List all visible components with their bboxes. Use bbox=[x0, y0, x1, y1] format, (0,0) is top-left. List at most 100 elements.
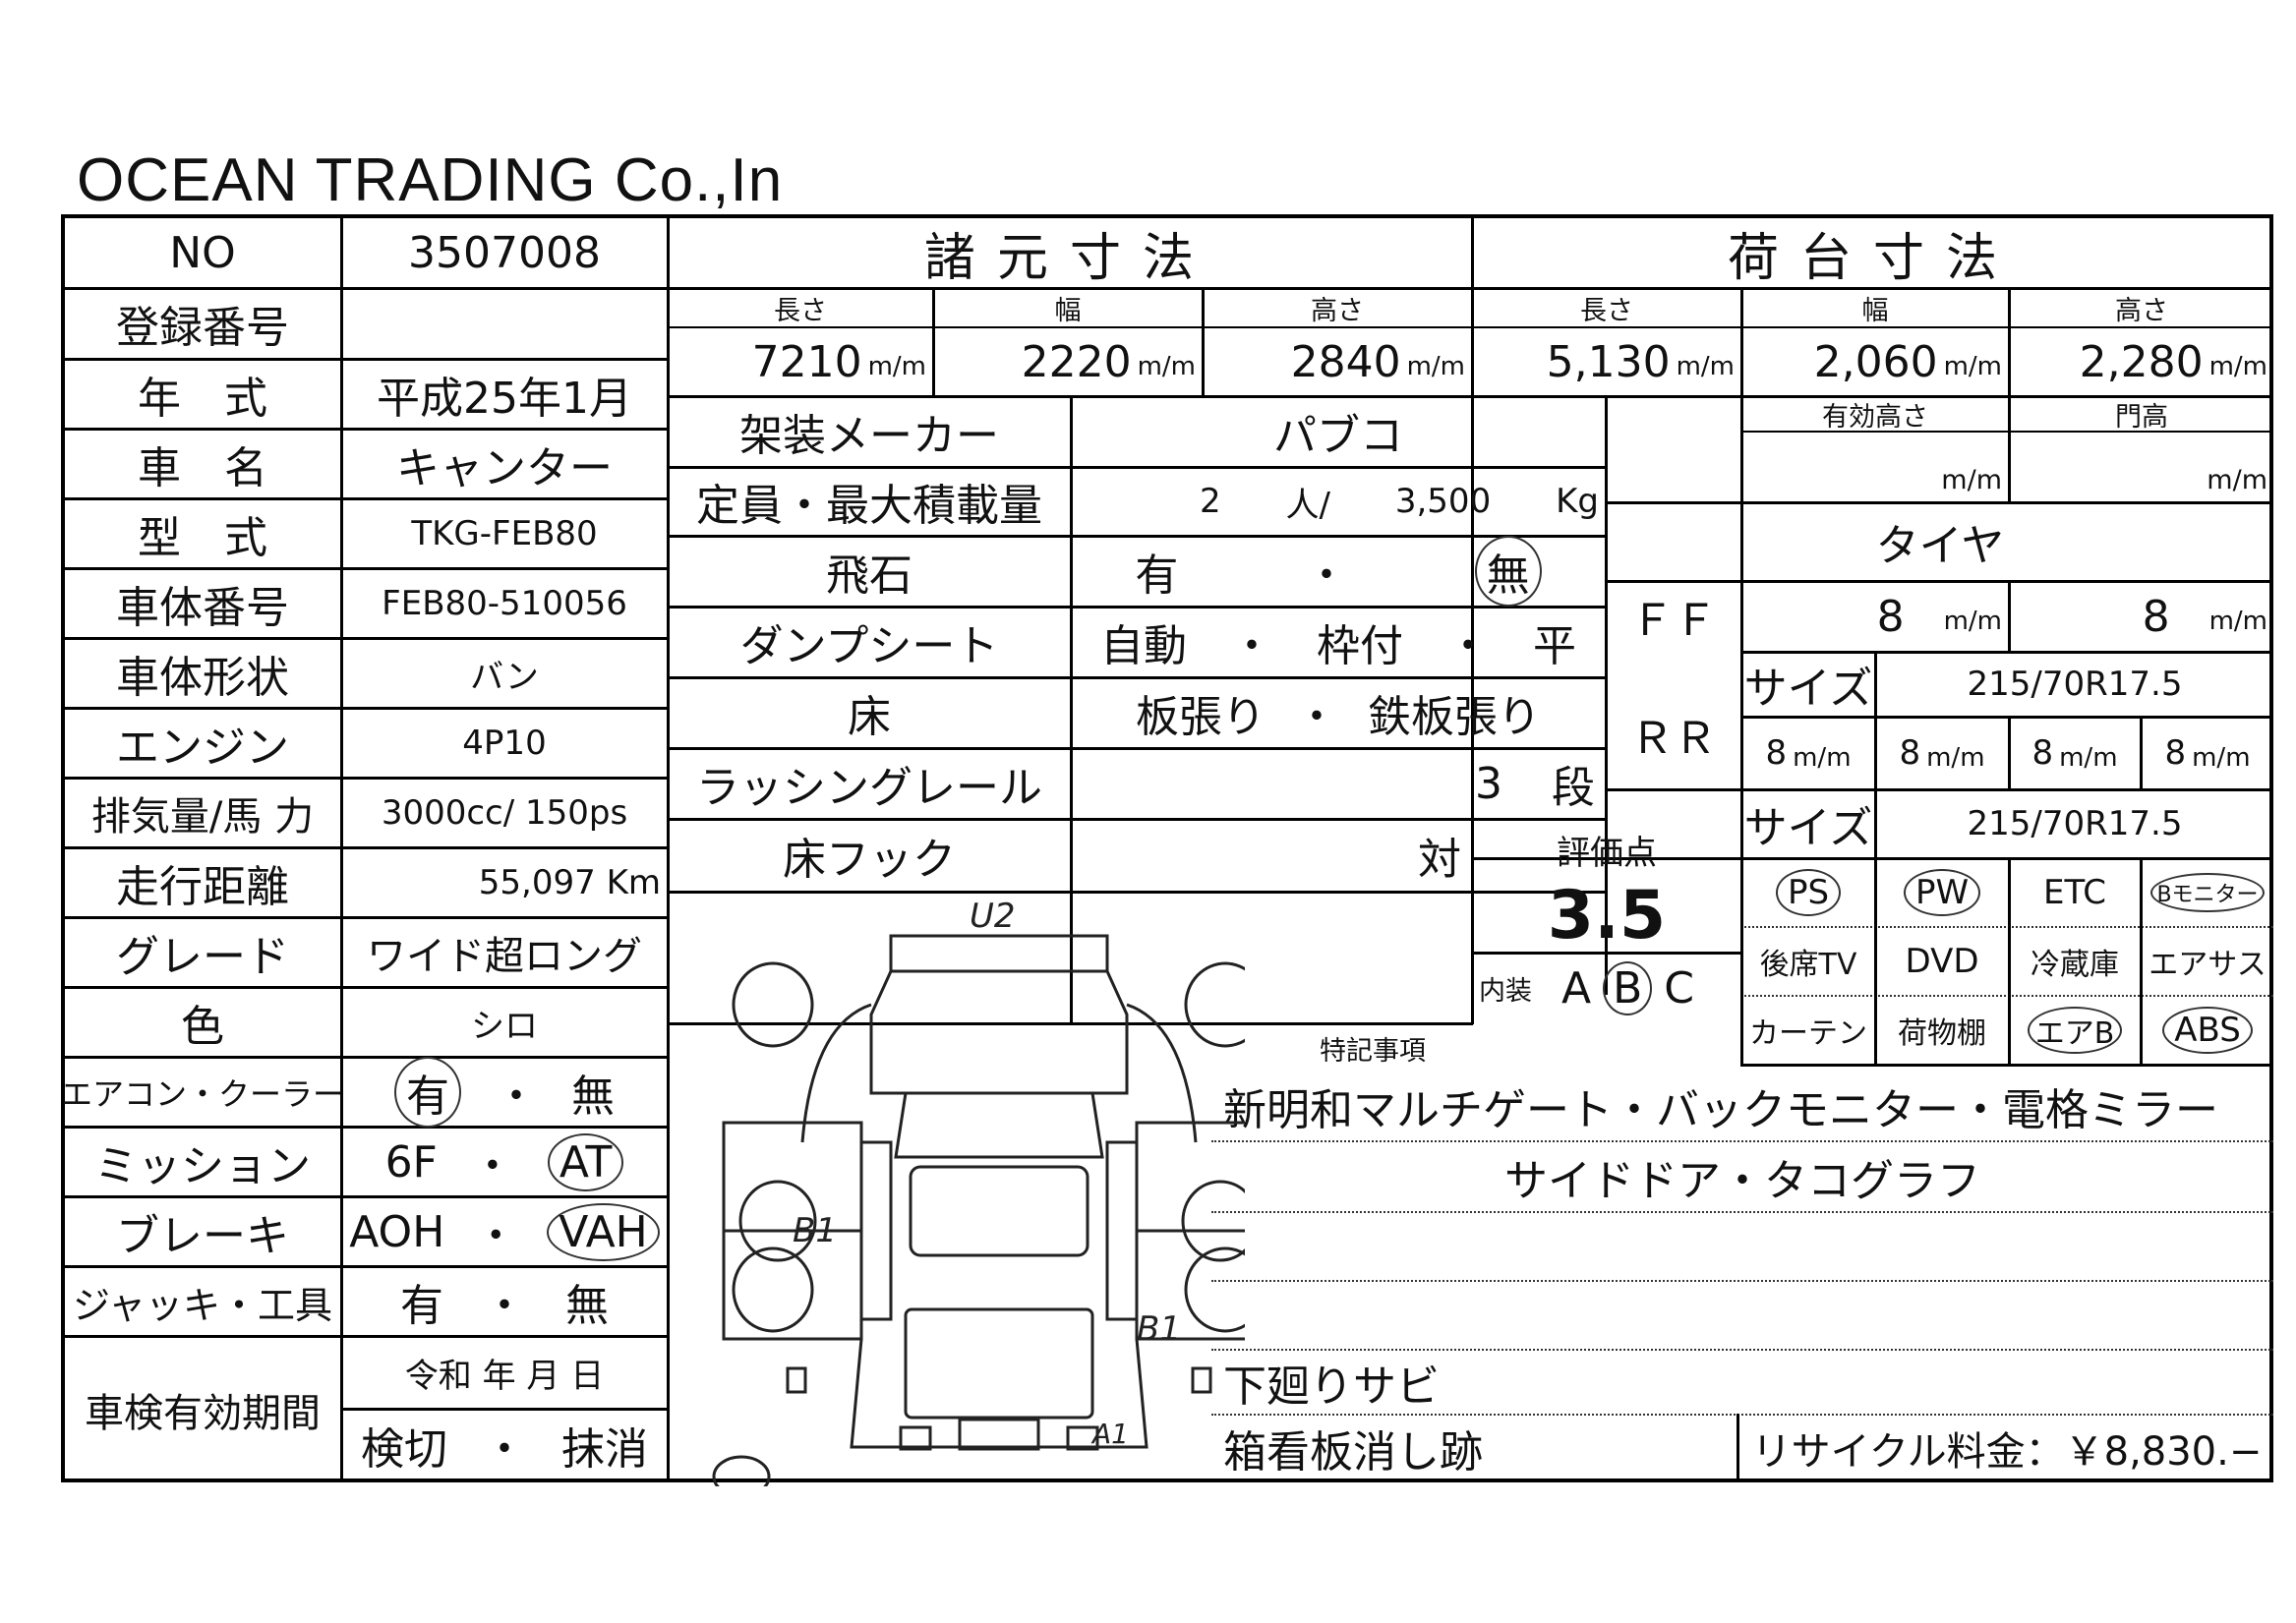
model-label: 型 式 bbox=[138, 513, 267, 563]
brake-separator: ・ bbox=[474, 1211, 518, 1261]
registration-label: 登録番号 bbox=[116, 303, 289, 353]
no-value: 3507008 bbox=[408, 227, 601, 278]
recycle-fee: リサイクル料金：￥8,830.− bbox=[1751, 1429, 2263, 1475]
option-dvd: DVD bbox=[1905, 942, 1979, 981]
inspection-options: 検切 ・ 抹消 bbox=[342, 1410, 667, 1480]
inspection-separator: ・ bbox=[483, 1424, 526, 1475]
interior-c: C bbox=[1664, 962, 1695, 1014]
color-value: シロ bbox=[471, 1006, 538, 1046]
spec-title: 諸元寸法 bbox=[923, 228, 1215, 288]
stone-options: 有 ・ 無 bbox=[1072, 536, 1605, 607]
mileage-value: 55,097 Km bbox=[478, 863, 661, 902]
year-value: 平成25年1月 bbox=[377, 374, 632, 424]
brake-aoh: AOH bbox=[349, 1206, 445, 1257]
gate-height-label: 門高 bbox=[2115, 401, 2168, 433]
mission-label: ミッション bbox=[94, 1141, 311, 1191]
option-bmonitor: Bモニター bbox=[2142, 859, 2273, 926]
option-etc: ETC bbox=[2043, 873, 2106, 912]
car-name-value: キャンター bbox=[396, 443, 613, 493]
rr-label: ＲＲ bbox=[1630, 714, 1717, 764]
maker-value: パブコ bbox=[1273, 411, 1403, 461]
company-name: OCEAN TRADING Co.,In bbox=[77, 146, 784, 214]
notes-line-2: サイドドア・タコグラフ bbox=[1504, 1156, 1980, 1206]
effective-height-unit: m/m bbox=[1941, 465, 2002, 495]
hook-value: 対 bbox=[1418, 835, 1461, 885]
floor-steel: 鉄板張り bbox=[1368, 692, 1541, 742]
gate-height-unit: m/m bbox=[2207, 465, 2267, 495]
stone-yes: 有 bbox=[1135, 551, 1179, 601]
brake-vah: VAH bbox=[547, 1202, 660, 1261]
option-curtain: カーテン bbox=[1749, 1016, 1867, 1051]
floor-separator: ・ bbox=[1295, 692, 1338, 742]
stone-no: 無 bbox=[1474, 536, 1542, 607]
grade-value: ワイド超ロング bbox=[367, 934, 642, 979]
dump-sheet-label: ダンプシート bbox=[739, 621, 999, 671]
floor-options: 板張り ・ 鉄板張り bbox=[1072, 678, 1605, 747]
effective-height-label: 有効高さ bbox=[1822, 401, 1928, 433]
interior-b: B bbox=[1603, 960, 1653, 1015]
interior-label: 内装 bbox=[1479, 975, 1532, 1007]
jack-separator: ・ bbox=[483, 1281, 526, 1331]
no-label: NO bbox=[169, 227, 236, 278]
inspection-end: 検切 bbox=[361, 1424, 447, 1475]
brake-label: ブレーキ bbox=[116, 1211, 289, 1261]
year-label: 年 式 bbox=[138, 374, 267, 424]
floor-label: 床 bbox=[848, 692, 891, 742]
rating-score: 3.5 bbox=[1547, 876, 1667, 955]
option-air-suspension: エアサス bbox=[2149, 948, 2267, 982]
damage-mark-b1-left: B1 bbox=[793, 1211, 837, 1250]
notes-line-4: 箱看板消し跡 bbox=[1223, 1427, 1483, 1478]
rail-label: ラッシングレール bbox=[696, 763, 1042, 813]
spec-width-label: 幅 bbox=[1054, 295, 1082, 326]
chassis-label: 車体番号 bbox=[116, 583, 289, 633]
mission-at: AT bbox=[547, 1132, 624, 1191]
interior-a: A bbox=[1561, 962, 1592, 1014]
condition-sheet: NO 3507008 登録番号 年 式 平成25年1月 車 名 キャンター 型 … bbox=[61, 214, 2273, 1486]
spec-height-label: 高さ bbox=[1311, 295, 1364, 326]
ff-label: ＦＦ bbox=[1630, 596, 1717, 646]
cargo-width-label: 幅 bbox=[1861, 295, 1889, 326]
aircon-options: 有 ・ 無 bbox=[342, 1057, 667, 1128]
option-airbag: エアB bbox=[2010, 997, 2140, 1064]
aircon-separator: ・ bbox=[495, 1072, 538, 1122]
rr-size-label: サイズ bbox=[1743, 803, 1873, 853]
dump-sheet-value: 自動 ・ 枠付 ・ 平 bbox=[1100, 621, 1576, 671]
option-ps: PS bbox=[1742, 859, 1874, 926]
stone-separator: ・ bbox=[1304, 551, 1348, 601]
cargo-title: 荷台寸法 bbox=[1727, 228, 2019, 288]
mission-separator: ・ bbox=[470, 1141, 514, 1191]
chassis-value: FEB80-510056 bbox=[382, 584, 627, 623]
ff-size: 215/70R17.5 bbox=[1967, 665, 2183, 704]
inspection-date: 令和 年 月 日 bbox=[404, 1356, 605, 1396]
option-pw: PW bbox=[1876, 859, 2008, 926]
car-name-label: 車 名 bbox=[138, 443, 267, 493]
displacement-label: 排気量/馬 力 bbox=[90, 794, 315, 840]
mileage-label: 走行距離 bbox=[116, 862, 289, 912]
option-fridge: 冷蔵庫 bbox=[2031, 948, 2119, 982]
stone-label: 飛石 bbox=[826, 551, 913, 601]
capacity-label: 定員・最大積載量 bbox=[696, 481, 1042, 531]
interior-rating: 内装 A B C bbox=[1473, 954, 1740, 1022]
brake-options: AOH ・ VAH bbox=[342, 1197, 667, 1266]
aircon-no: 無 bbox=[571, 1072, 615, 1122]
rating-label: 評価点 bbox=[1557, 833, 1657, 873]
notes-label: 特記事項 bbox=[1320, 1035, 1426, 1067]
option-abs: ABS bbox=[2142, 997, 2273, 1064]
engine-label: エンジン bbox=[116, 723, 289, 773]
hook-label: 床フック bbox=[783, 835, 956, 885]
inspection-cancel: 抹消 bbox=[561, 1424, 648, 1475]
model-value: TKG-FEB80 bbox=[411, 514, 598, 553]
inspection-label: 車検有効期間 bbox=[85, 1391, 321, 1436]
vehicle-damage-diagram bbox=[712, 934, 1245, 1486]
